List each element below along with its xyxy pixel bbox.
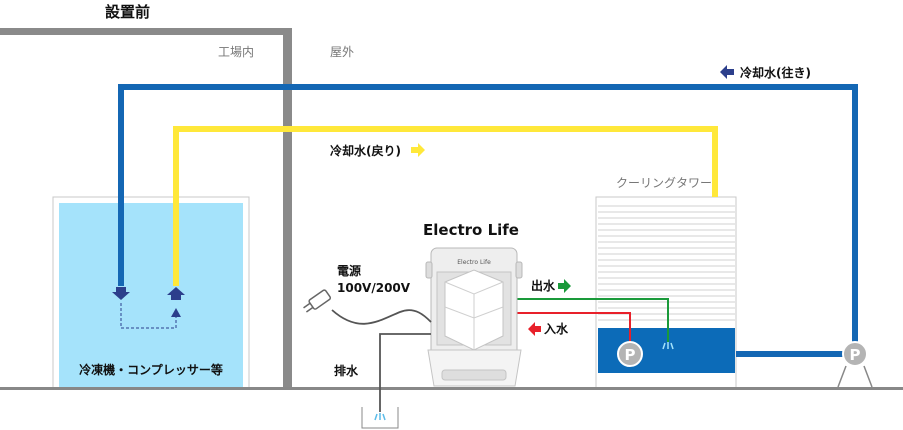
- pump-tower-icon: P: [617, 341, 643, 367]
- outlet-label: 出水: [531, 278, 556, 293]
- pump-outdoor-icon: P: [837, 341, 873, 388]
- right-arrow-icon-green: [558, 279, 571, 293]
- chiller-label: 冷凍機・コンプレッサー等: [79, 362, 223, 377]
- left-arrow-icon-red: [528, 322, 541, 336]
- drain-water-icon: [374, 413, 386, 421]
- up-arrow-icon: [167, 287, 185, 300]
- cooling-tower: [595, 196, 737, 389]
- outlet-pipe: [514, 298, 669, 342]
- supply-water-label: 冷却水(往き): [740, 65, 811, 80]
- drain-basin: [361, 407, 399, 429]
- drain-pipe: [379, 333, 431, 412]
- power-plug-icon: [303, 289, 332, 313]
- power-cable: [331, 309, 432, 325]
- return-water-pipe: [173, 126, 718, 286]
- inlet-label: 入水: [544, 321, 569, 336]
- up-small-arrow-icon: [171, 308, 181, 317]
- chiller-unit: [52, 196, 250, 389]
- power-label-line2: 100V/200V: [337, 281, 411, 295]
- supply-water-pipe: [118, 84, 858, 357]
- zone-indoor-label: 工場内: [218, 45, 254, 59]
- right-arrow-icon-yellow: [411, 143, 425, 157]
- device-logo: Electro Life: [457, 259, 491, 266]
- power-label-line1: 電源: [337, 263, 361, 278]
- building-wall: [0, 28, 292, 388]
- down-arrow-icon: [112, 287, 130, 300]
- chiller-internal-loop: [120, 303, 177, 329]
- device-name: Electro Life: [423, 221, 519, 239]
- diagram-title: 設置前: [105, 3, 150, 21]
- ground-line: [0, 387, 903, 390]
- drain-label: 排水: [334, 363, 359, 378]
- left-arrow-icon-navy: [720, 65, 734, 79]
- inlet-pipe: [514, 312, 631, 350]
- zone-outdoor-label: 屋外: [330, 45, 354, 59]
- return-water-label: 冷却水(戻り): [330, 143, 401, 158]
- pump-outdoor-label: P: [850, 346, 861, 364]
- electro-life-device: [425, 247, 523, 387]
- water-spray-icon: [662, 342, 674, 350]
- pump-tower-label: P: [625, 346, 636, 364]
- cooling-tower-label: クーリングタワー: [616, 176, 712, 190]
